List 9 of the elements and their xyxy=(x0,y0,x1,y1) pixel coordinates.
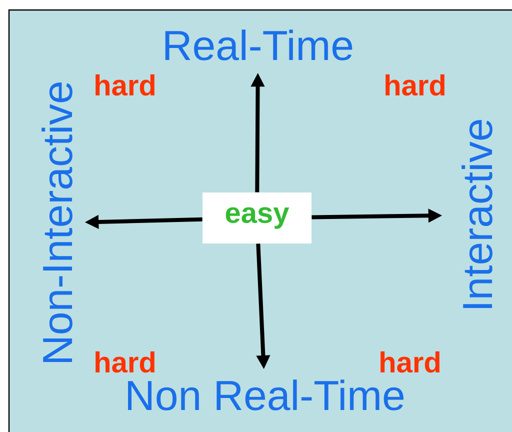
quadrant-label: hard xyxy=(386,74,445,96)
quadrant-label: hard xyxy=(96,351,154,373)
quadrant-label: hard xyxy=(96,74,154,96)
quadrant-label: hard xyxy=(380,351,440,373)
axis-label: Interactive xyxy=(462,120,492,308)
label-box: easy xyxy=(202,192,312,244)
axis-label: Non-Interactive xyxy=(42,82,72,362)
axis-label: Real-Time xyxy=(165,30,352,60)
axis-label: Non Real-Time xyxy=(128,380,404,410)
